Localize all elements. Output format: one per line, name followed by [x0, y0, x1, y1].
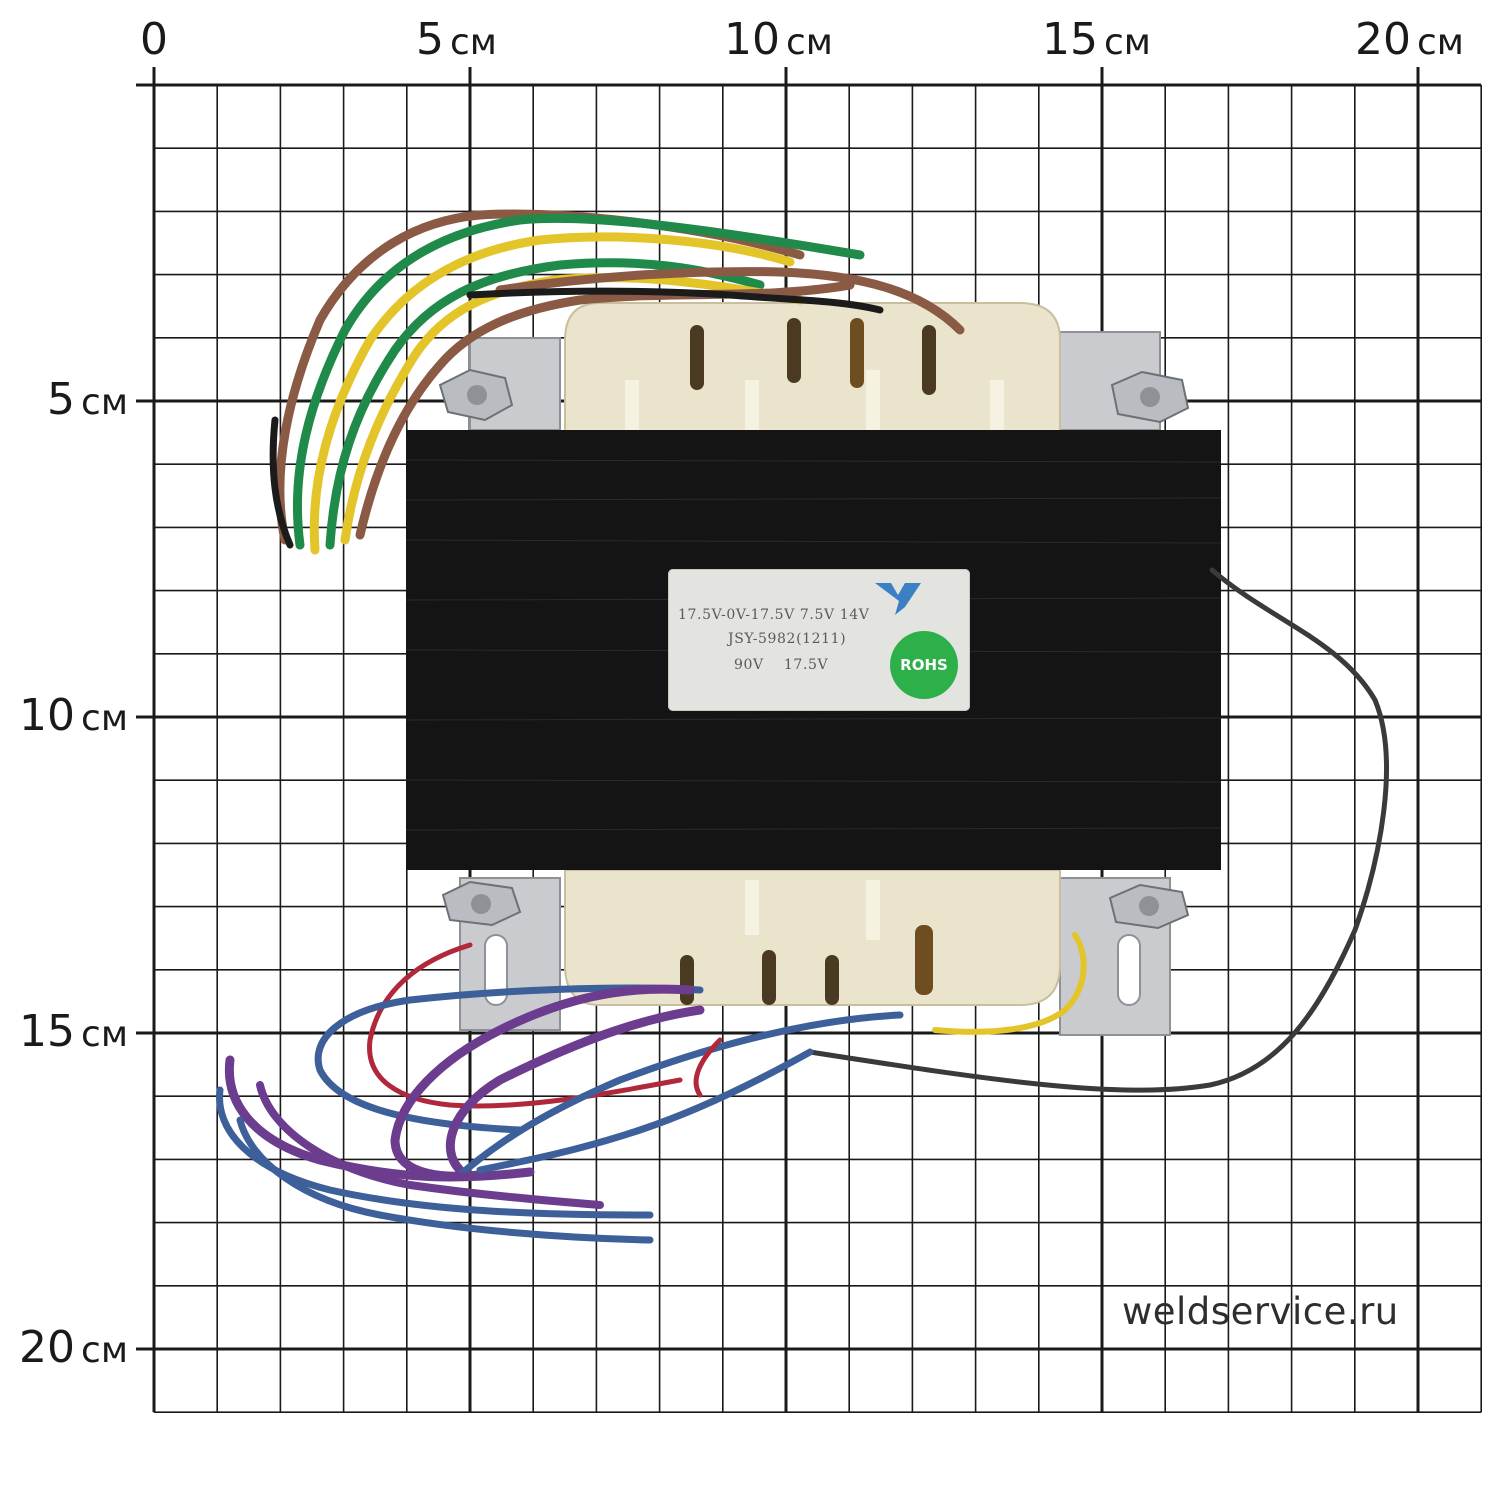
x-tick-number: 20 [1355, 14, 1411, 65]
x-tick-unit: см [450, 22, 497, 63]
y-tick-unit: см [81, 1014, 128, 1055]
manufacturer-logo-icon [875, 583, 921, 615]
wire-bundle-top [269, 209, 965, 555]
watermark-text: weldservice.ru [1122, 1290, 1399, 1333]
transformer-nameplate: 17.5V-0V-17.5V 7.5V 14V JSY-5982(1211) 9… [668, 569, 970, 711]
y-tick-number: 5 [47, 374, 76, 425]
y-tick-number: 15 [19, 1006, 76, 1057]
y-tick-number: 20 [19, 1322, 76, 1373]
nut-top-right [1110, 370, 1190, 424]
nameplate-model-line: JSY-5982(1211) [728, 631, 847, 647]
x-tick-number: 10 [724, 14, 780, 65]
x-tick-unit: см [1417, 22, 1464, 63]
x-tick-number: 0 [140, 14, 168, 65]
bobbin-top [564, 302, 1061, 433]
y-tick-number: 10 [19, 690, 76, 741]
bobbin-bottom [564, 869, 1061, 1006]
nameplate-primary-line: 90V 17.5V [734, 657, 829, 673]
x-tick-number: 5 [416, 14, 444, 65]
y-tick-unit: см [81, 382, 128, 423]
x-tick-label-0: 0 [140, 14, 174, 65]
wire-yellow-right [932, 932, 1087, 1035]
nut-bottom-left [441, 880, 522, 927]
x-tick-unit: см [786, 22, 833, 63]
nameplate-voltage-line: 17.5V-0V-17.5V 7.5V 14V [678, 607, 870, 623]
x-tick-unit: см [1104, 22, 1151, 63]
rohs-badge: ROHS [890, 631, 958, 699]
y-tick-unit: см [81, 1330, 128, 1371]
nut-bottom-right [1108, 883, 1190, 930]
wire-grey-right [807, 567, 1389, 1093]
wire-bundle-bottom [216, 942, 904, 1244]
y-tick-unit: см [81, 698, 128, 739]
nut-top-left [438, 368, 514, 422]
x-tick-number: 15 [1042, 14, 1098, 65]
